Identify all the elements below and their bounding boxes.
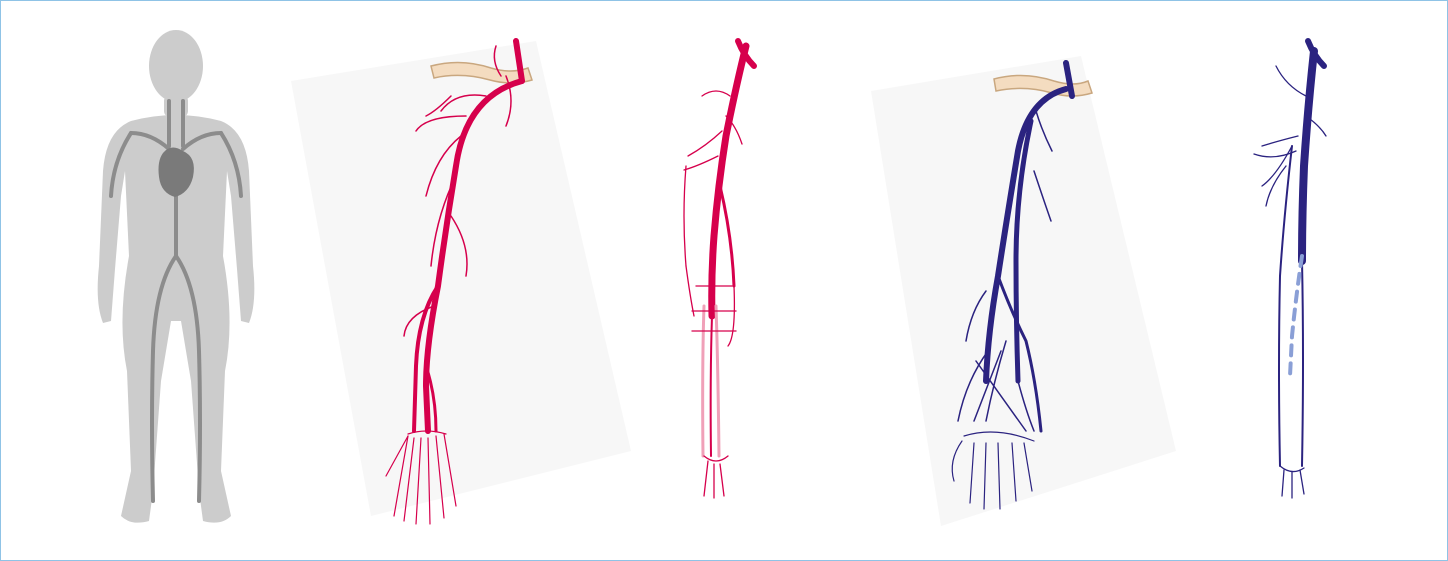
panel-shade (291, 41, 631, 516)
arm-arteries-full-panel (286, 36, 636, 526)
arm-arteries-detail-panel (656, 36, 786, 521)
vein-branches (1254, 66, 1326, 498)
body-silhouette-panel (71, 21, 281, 546)
body-silhouette (98, 30, 255, 523)
arm-veins-detail-panel (1226, 36, 1376, 506)
arm-veins-full-panel (866, 51, 1181, 531)
vein-trunk (1279, 41, 1324, 466)
vein-light-segment (1290, 256, 1302, 376)
